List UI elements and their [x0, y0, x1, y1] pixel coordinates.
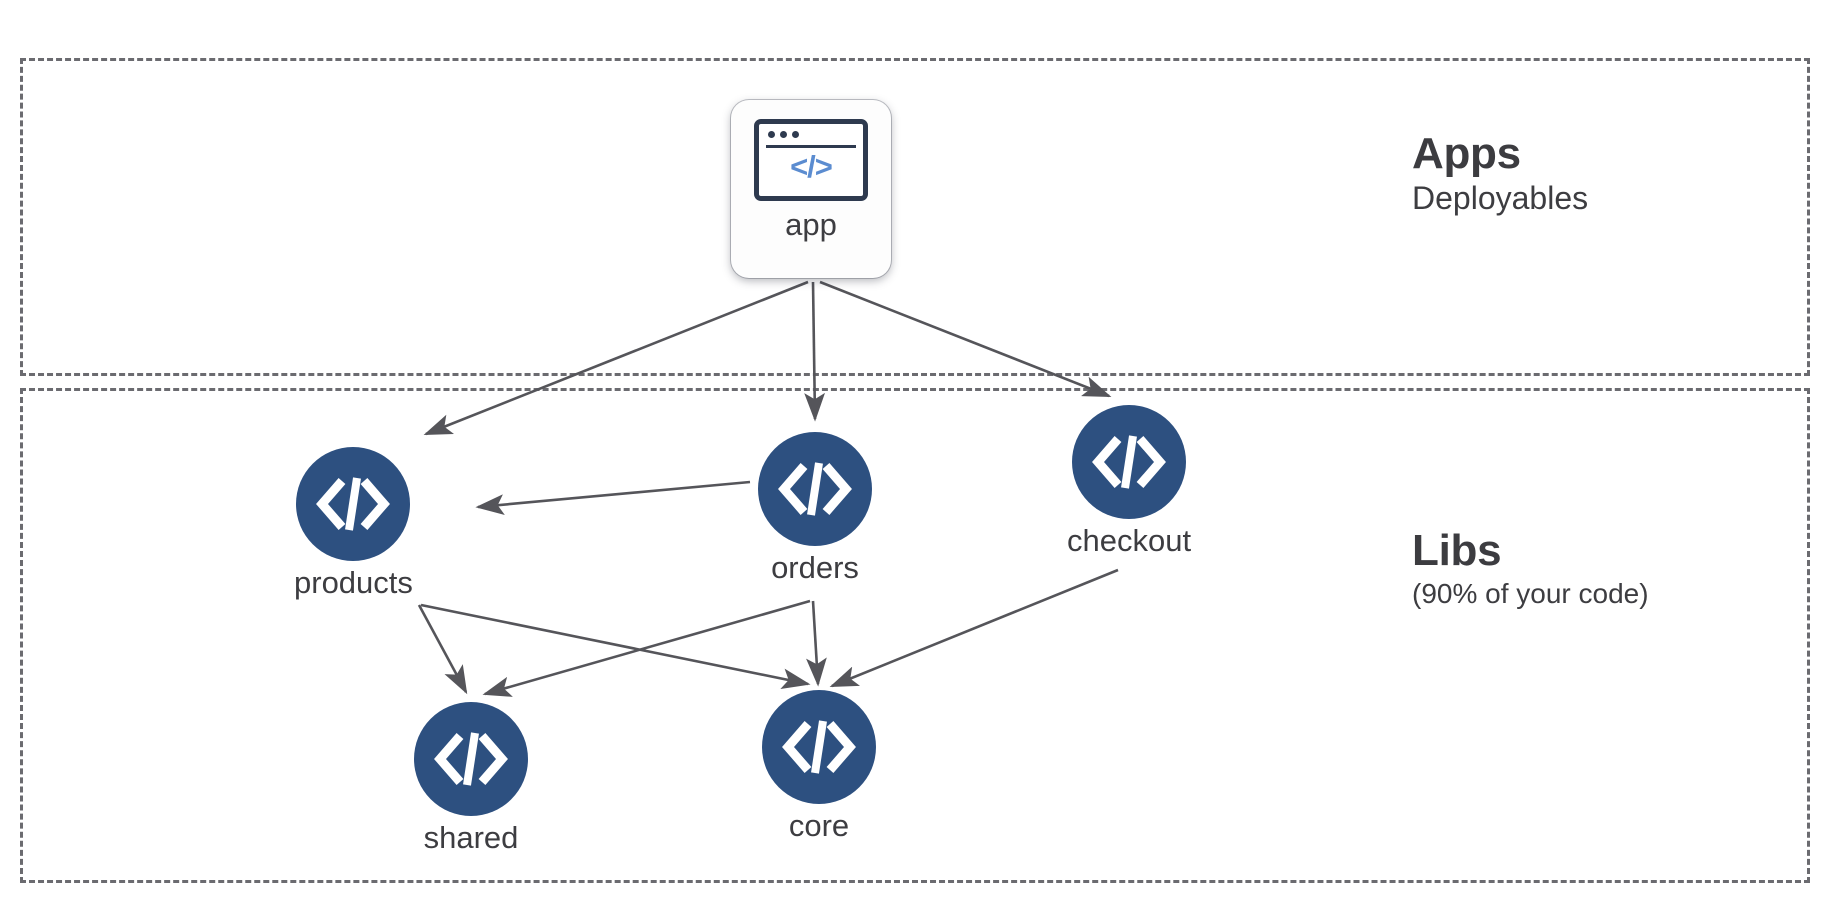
node-app-label: app [785, 207, 837, 242]
code-icon [296, 447, 411, 561]
zone-apps-subtitle: Deployables [1412, 179, 1589, 216]
zone-libs [20, 388, 1810, 883]
node-orders-label: orders [771, 550, 859, 585]
zone-libs-caption: Libs (90% of your code) [1412, 525, 1649, 610]
zone-libs-title: Libs [1412, 526, 1502, 575]
node-core[interactable]: core [762, 690, 876, 843]
node-orders[interactable]: orders [758, 432, 872, 585]
node-products-label: products [294, 565, 413, 600]
browser-code-icon: </> [754, 119, 868, 201]
browser-divider [766, 145, 856, 148]
code-icon [414, 702, 528, 816]
zone-apps-title: Apps [1412, 129, 1521, 178]
code-glyph: </> [790, 149, 833, 184]
code-icon [1072, 405, 1187, 519]
node-checkout[interactable]: checkout [1067, 405, 1191, 558]
node-products[interactable]: products [294, 447, 413, 600]
browser-dots-icon [768, 131, 799, 138]
zone-apps-caption: Apps Deployables [1412, 128, 1588, 218]
node-checkout-label: checkout [1067, 523, 1192, 558]
code-icon [762, 690, 876, 804]
node-shared-label: shared [423, 820, 519, 855]
zone-libs-subtitle: (90% of your code) [1412, 577, 1649, 609]
node-app[interactable]: </> app [731, 100, 891, 278]
code-icon [758, 432, 872, 546]
node-core-label: core [788, 808, 850, 843]
node-shared[interactable]: shared [414, 702, 528, 855]
